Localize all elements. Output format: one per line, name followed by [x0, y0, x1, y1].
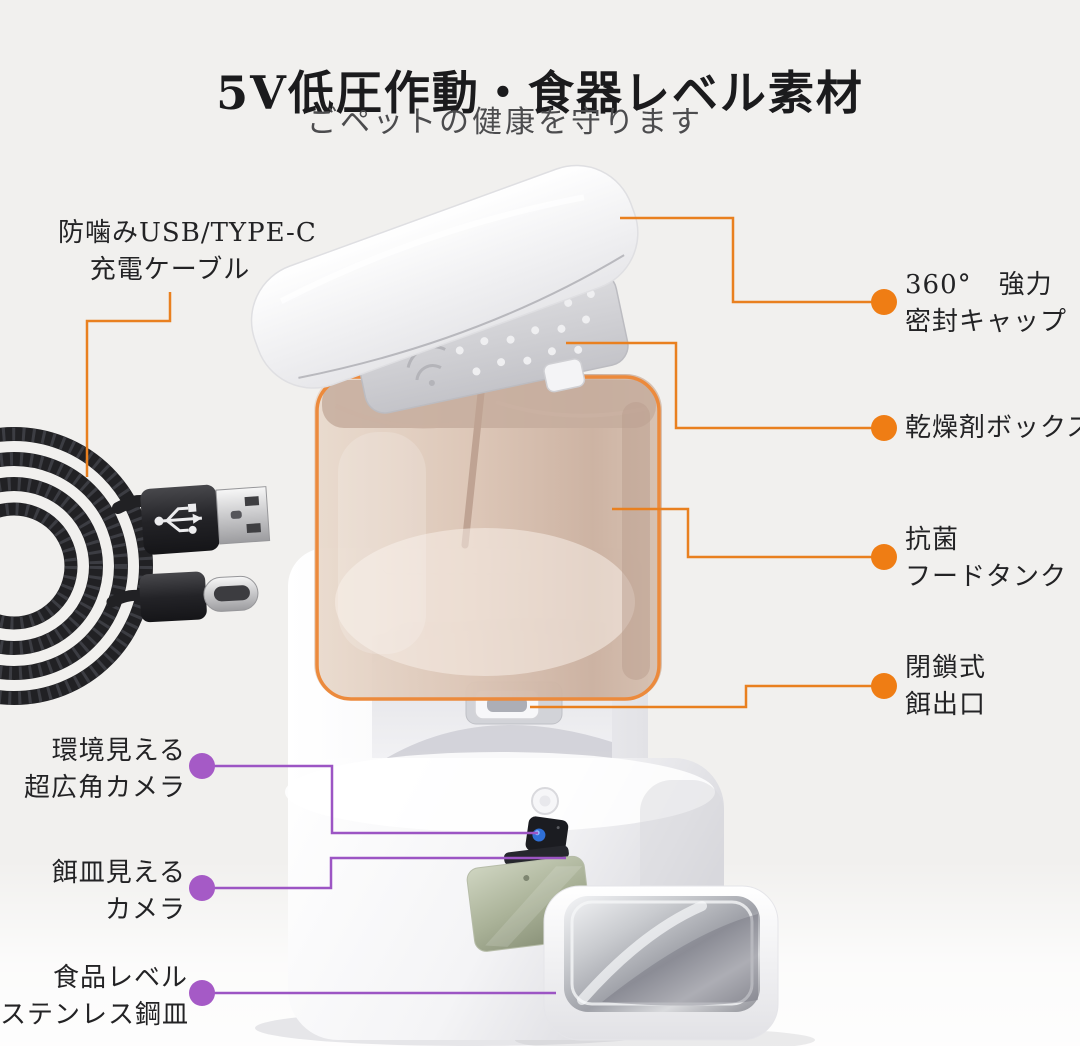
- leader-seal-cap: [620, 216, 872, 304]
- leader-food-outlet: [530, 684, 872, 709]
- tank-divider: [461, 380, 486, 549]
- food-tank: [314, 374, 662, 701]
- callout-stainless-bowl: 食品レベル ステンレス鋼皿: [0, 960, 188, 1034]
- usb-a-connector: [140, 484, 271, 555]
- dot-food-tank: [871, 544, 897, 570]
- callout-dish-camera-line1: 餌皿見える: [51, 858, 186, 888]
- plate-latch: [543, 358, 586, 393]
- callout-usb-cable-line1: 防噛みUSB/TYPE-C: [58, 218, 317, 248]
- page-title: 5V低圧作動・食器レベル素材: [216, 65, 864, 120]
- callout-seal-cap-line1: 360° 強力: [905, 270, 1053, 300]
- dot-wide-angle-camera: [189, 753, 215, 779]
- callout-food-outlet-line2: 餌出口: [905, 690, 987, 720]
- callout-desiccant-box: 乾燥剤ボックス: [905, 410, 1080, 447]
- dot-food-outlet: [871, 673, 897, 699]
- power-button: [531, 787, 559, 815]
- pet-feeder-illustration: [250, 164, 779, 1041]
- callout-stainless-bowl-line1: 食品レベル: [52, 963, 188, 993]
- leader-lines: [85, 216, 897, 1006]
- page-subtitle: ごペットの健康を守ります: [307, 105, 703, 140]
- usb-cable-illustration: [0, 427, 271, 705]
- callout-food-tank-line2: フードタンク: [905, 562, 1068, 592]
- callout-wide-angle-camera-line2: 超広角カメラ: [23, 773, 186, 803]
- leader-usb-cable: [85, 292, 172, 477]
- callout-usb-cable: 防噛みUSB/TYPE-C 充電ケーブル: [58, 215, 317, 289]
- dot-seal-cap: [871, 289, 897, 315]
- usb-a-metal-shield: [215, 486, 271, 545]
- callout-food-outlet: 閉鎖式 餌出口: [905, 650, 986, 724]
- callout-seal-cap-line2: 密封キャップ: [905, 307, 1068, 337]
- callout-food-tank-line1: 抗菌: [905, 525, 960, 555]
- stainless-bowl: [543, 885, 779, 1041]
- callout-dish-camera: 餌皿見える カメラ: [0, 855, 186, 929]
- usb-trident-icon: [154, 503, 203, 534]
- bowl-steel-insert: [564, 896, 760, 1012]
- callout-food-outlet-line1: 閉鎖式: [905, 653, 987, 683]
- leader-dish-camera: [214, 856, 566, 890]
- feeder-lid: [250, 164, 639, 389]
- callout-usb-cable-line2: 充電ケーブル: [89, 255, 251, 285]
- leader-desiccant-box: [566, 341, 872, 430]
- leader-wide-angle-camera: [214, 764, 538, 835]
- callout-seal-cap: 360° 強力 密封キャップ: [905, 267, 1067, 341]
- callout-dish-camera-line2: カメラ: [104, 895, 186, 925]
- dot-desiccant-box: [871, 415, 897, 441]
- feeder-base: [285, 752, 724, 1040]
- callout-wide-angle-camera-line1: 環境見える: [51, 736, 186, 766]
- lid-seam: [298, 254, 625, 379]
- dot-stainless-bowl: [189, 980, 215, 1006]
- callout-wide-angle-camera: 環境見える 超広角カメラ: [0, 733, 186, 807]
- dot-dish-camera: [189, 875, 215, 901]
- usb-c-connector: [139, 571, 259, 623]
- leader-food-tank: [612, 507, 872, 559]
- callout-desiccant-box-line1: 乾燥剤ボックス: [905, 413, 1080, 443]
- environment-camera: [525, 816, 569, 855]
- dish-camera-bar: [503, 845, 569, 866]
- callout-stainless-bowl-line2: ステンレス鋼皿: [0, 1000, 190, 1030]
- cable-coil: [0, 427, 153, 705]
- callout-food-tank: 抗菌 フードタンク: [905, 522, 1067, 596]
